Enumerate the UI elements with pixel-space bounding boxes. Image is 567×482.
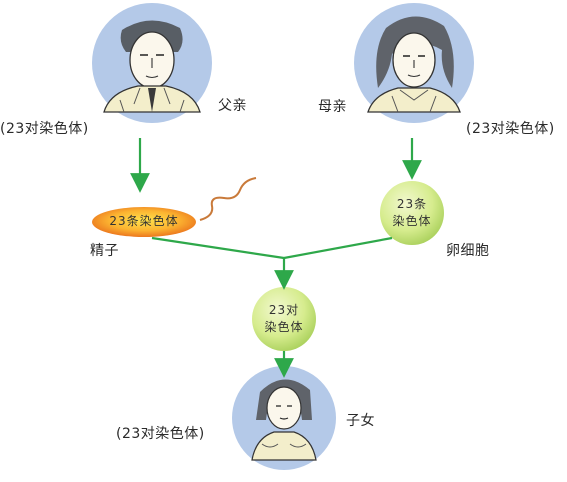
- sperm-cell: [92, 207, 196, 237]
- father-chromosome-count: (23对染色体): [0, 121, 89, 137]
- mother-portrait: [354, 3, 474, 123]
- father-label: 父亲: [218, 98, 247, 114]
- zygote-chromosome-text: 23对 染色体: [264, 303, 304, 334]
- child-portrait: [232, 366, 336, 470]
- child-label: 子女: [346, 413, 375, 429]
- sperm-chromosome-text: 23条染色体: [109, 214, 179, 228]
- sperm-tail: [199, 177, 257, 221]
- egg-chromosome-text: 23条 染色体: [392, 197, 432, 228]
- zygote-cell: [252, 287, 316, 351]
- egg-cell: [380, 181, 444, 245]
- mother-label: 母亲: [318, 99, 347, 115]
- inheritance-arrows: [130, 138, 422, 378]
- mother-chromosome-count: (23对染色体): [466, 121, 555, 137]
- egg-label: 卵细胞: [446, 243, 490, 259]
- sperm-label: 精子: [90, 243, 119, 259]
- child-chromosome-count: (23对染色体): [116, 426, 205, 442]
- father-portrait: [92, 3, 212, 123]
